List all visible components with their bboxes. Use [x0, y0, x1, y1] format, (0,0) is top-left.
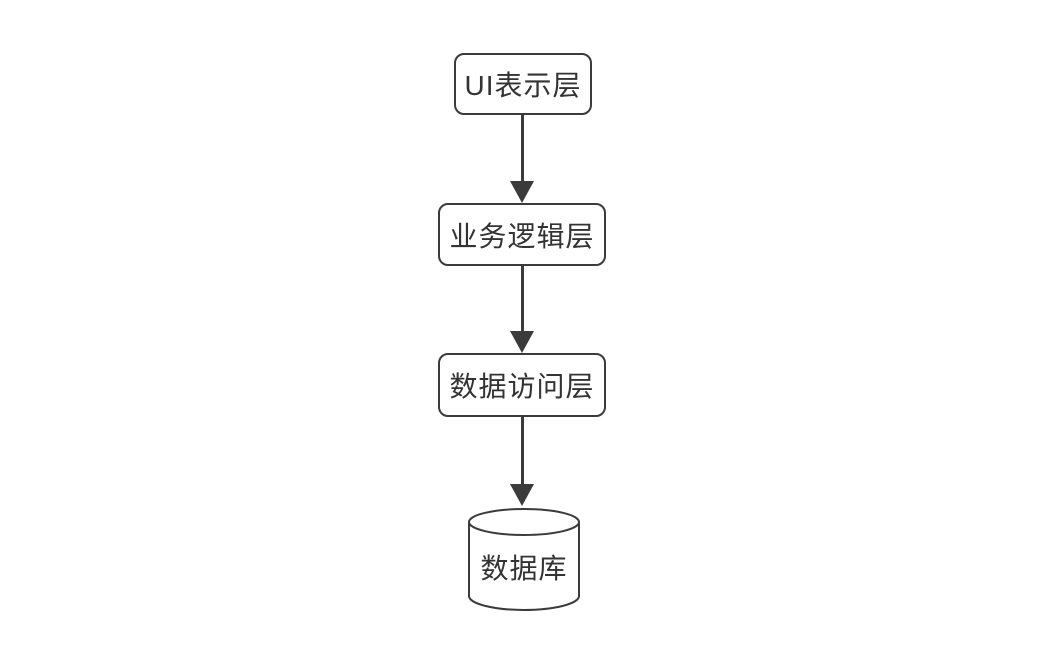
node-business-logic-layer-label: 业务逻辑层 [449, 220, 595, 252]
arrow-ui-to-business [510, 115, 534, 203]
node-business-logic-layer: 业务逻辑层 [438, 203, 606, 266]
node-data-access-layer-label: 数据访问层 [449, 371, 595, 402]
arrow-shaft [520, 266, 524, 331]
node-database-label: 数据库 [480, 552, 568, 584]
node-data-access-layer: 数据访问层 [438, 353, 606, 417]
node-database: 数据库 [468, 507, 580, 612]
arrow-business-to-data-access [510, 266, 534, 353]
arrow-data-access-to-database [510, 417, 534, 506]
node-ui-layer: UI表示层 [454, 53, 592, 115]
arrow-shaft [520, 115, 524, 181]
arrow-head-down-icon [510, 181, 534, 203]
arrow-shaft [520, 417, 524, 484]
arrow-head-down-icon [510, 484, 534, 506]
node-ui-layer-label: UI表示层 [464, 70, 582, 101]
arrow-head-down-icon [510, 331, 534, 353]
database-cylinder-icon [468, 508, 580, 611]
